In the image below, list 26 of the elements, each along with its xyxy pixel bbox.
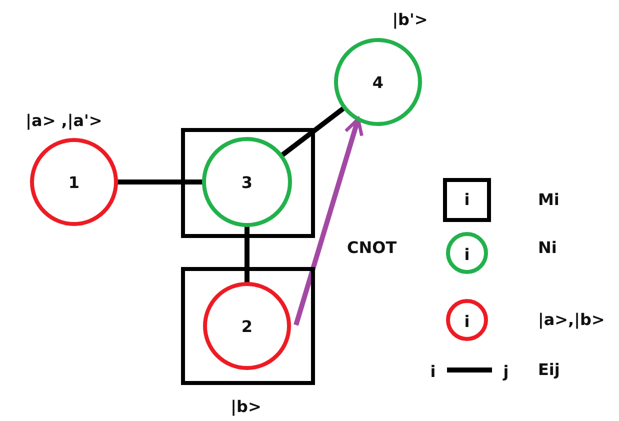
symbol-index: i — [464, 247, 470, 263]
node-circle — [202, 137, 292, 227]
node-circle — [30, 138, 118, 226]
node-number: 2 — [241, 316, 253, 336]
node-number: 3 — [241, 172, 253, 192]
group-square — [181, 267, 315, 385]
node-circle — [203, 282, 291, 370]
connector-line — [116, 180, 204, 184]
state-label: |a> ,|a'> — [26, 113, 102, 129]
node-circle — [334, 38, 422, 126]
node-number: 4 — [372, 72, 384, 92]
group-square — [181, 128, 315, 238]
symbol-index: i — [464, 314, 470, 330]
legend-text: Mi — [538, 192, 560, 208]
state-label: |b'> — [392, 12, 428, 28]
arrow — [294, 117, 364, 326]
legend-text: Eij — [538, 362, 560, 378]
node-number: 1 — [68, 172, 80, 192]
legend-text: Ni — [538, 240, 557, 256]
symbol-index: j — [503, 364, 509, 380]
legend-text: |a>,|b> — [538, 312, 605, 328]
connector-line — [244, 225, 250, 284]
symbol-index: i — [430, 364, 436, 380]
state-label: |b> — [230, 399, 262, 415]
symbol-index: i — [464, 192, 470, 208]
connector-line — [280, 106, 346, 158]
